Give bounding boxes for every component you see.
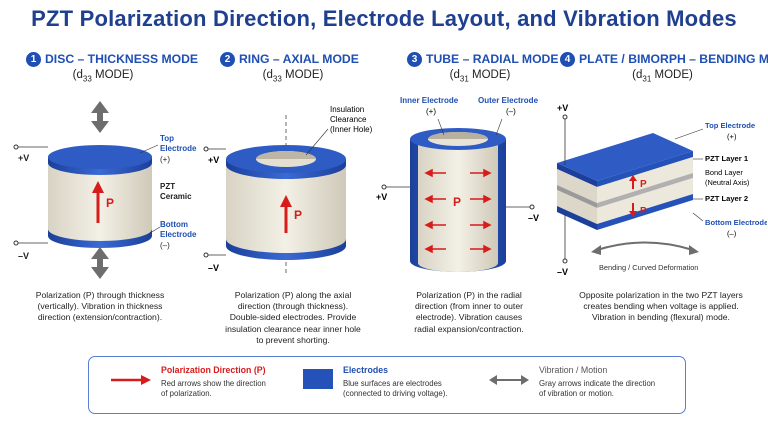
svg-text:Bond Layer: Bond Layer — [705, 168, 743, 177]
svg-text:–V: –V — [208, 263, 219, 273]
svg-text:PZT Layer 1: PZT Layer 1 — [705, 154, 749, 163]
ring-diagram: P +V –V Insulation Clearance (Inner Hole… — [203, 105, 373, 275]
legend-electrodes-title: Electrodes — [343, 365, 388, 375]
pzt-layer-2 — [597, 178, 693, 224]
svg-text:PZT: PZT — [160, 182, 175, 191]
ceramic-body — [48, 161, 152, 247]
svg-text:–V: –V — [528, 213, 539, 223]
svg-text:P: P — [640, 179, 647, 190]
svg-text:+V: +V — [376, 192, 387, 202]
legend-box: Polarization Direction (P) Red arrows sh… — [88, 356, 686, 414]
svg-text:(+): (+) — [727, 132, 737, 141]
bottom-electrode — [597, 194, 693, 230]
svg-text:Bottom: Bottom — [160, 220, 188, 229]
legend-vibration-title: Vibration / Motion — [539, 365, 608, 375]
mode-label: (d31 MODE) — [632, 69, 693, 84]
svg-text:P: P — [453, 195, 461, 209]
polarization-arrow — [92, 181, 104, 193]
legend-polarization-icon — [111, 375, 151, 385]
svg-text:(–): (–) — [506, 107, 516, 116]
svg-text:Inner Electrode: Inner Electrode — [400, 96, 459, 105]
svg-text:–V: –V — [557, 267, 568, 277]
svg-text:(Neutral Axis): (Neutral Axis) — [705, 178, 749, 187]
pzt-layer-1 — [597, 157, 693, 203]
svg-text:(+): (+) — [160, 155, 170, 164]
tube-diagram: P +V –V Inner Electrode (+) Outer Electr… — [376, 96, 539, 272]
bond-layer — [597, 173, 693, 208]
svg-text:(–): (–) — [727, 229, 737, 238]
legend-polarization-title: Polarization Direction (P) — [161, 365, 266, 375]
bottom-electrode — [226, 239, 346, 260]
bending-arrow — [596, 241, 694, 251]
svg-text:(Inner Hole): (Inner Hole) — [330, 125, 373, 134]
svg-text:(–): (–) — [160, 241, 170, 250]
svg-text:+V: +V — [557, 103, 568, 113]
polarization-arrow — [280, 195, 292, 207]
bottom-electrode — [48, 229, 152, 248]
svg-text:Electrode: Electrode — [160, 230, 197, 239]
legend-electrodes-desc: Blue surfaces are electrodes(connected t… — [343, 379, 448, 398]
svg-text:Ceramic: Ceramic — [160, 192, 192, 201]
legend-vibration-icon — [489, 375, 529, 385]
radial-polarization-arrows — [424, 168, 492, 254]
step-number: 1 — [26, 52, 41, 67]
svg-text:Electrode: Electrode — [160, 144, 197, 153]
panel-description: Opposite polarization in the two PZT lay… — [579, 290, 743, 323]
svg-text:P: P — [294, 208, 302, 222]
svg-text:Clearance: Clearance — [330, 115, 367, 124]
svg-text:Outer Electrode: Outer Electrode — [478, 96, 539, 105]
legend-electrode-swatch — [303, 369, 333, 389]
top-electrode — [557, 133, 693, 181]
vibration-arrow-bottom — [91, 247, 109, 279]
page-title: PZT Polarization Direction, Electrode La… — [31, 6, 737, 31]
vibration-arrow-top — [91, 101, 109, 133]
svg-text:+V: +V — [208, 155, 219, 165]
svg-text:PZT Layer 2: PZT Layer 2 — [705, 194, 748, 203]
svg-text:P: P — [640, 206, 647, 217]
svg-text:+V: +V — [18, 153, 29, 163]
disc-diagram: P +V –V Top Electrode (+) PZT Ceramic Bo… — [13, 101, 197, 279]
mode-label: (d33 MODE) — [72, 69, 134, 84]
svg-text:Top: Top — [160, 134, 174, 143]
mode-label: (d33 MODE) — [262, 69, 324, 84]
bimorph-diagram: P P +V –V Top Electrode (+) PZT Layer 1 … — [557, 103, 767, 277]
svg-text:Insulation: Insulation — [330, 105, 364, 114]
svg-text:Top Electrode: Top Electrode — [705, 121, 755, 130]
svg-text:Bending / Curved Deformation: Bending / Curved Deformation — [599, 263, 698, 272]
svg-text:P: P — [106, 196, 114, 210]
svg-text:(+): (+) — [426, 107, 436, 116]
top-electrode — [48, 145, 152, 169]
svg-text:–V: –V — [18, 251, 29, 261]
panel-description: Polarization (P) through thickness(verti… — [35, 290, 165, 323]
svg-text:Bottom Electrode: Bottom Electrode — [705, 218, 767, 227]
mode-label: (d31 MODE) — [449, 69, 511, 84]
